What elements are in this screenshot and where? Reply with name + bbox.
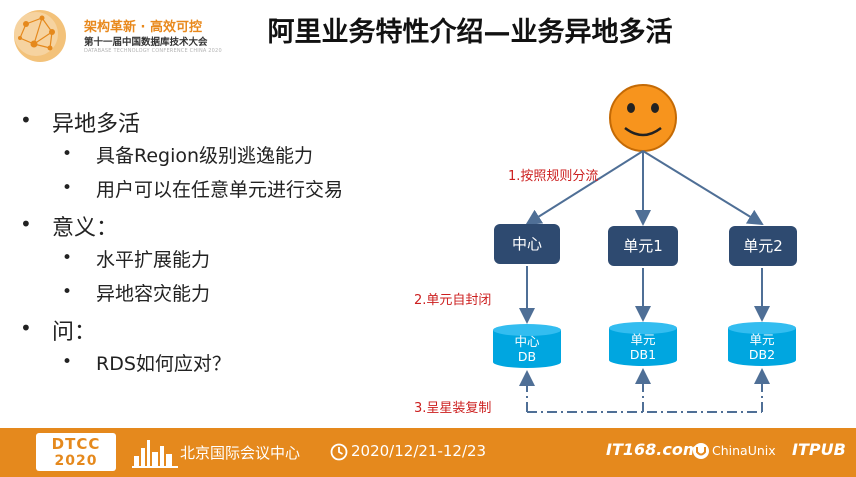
step3-label: 3.呈星装复制 — [414, 401, 492, 416]
sub-bullet-marker: • — [62, 282, 73, 302]
replication-lines — [519, 368, 770, 413]
node-center: 中心 — [494, 224, 560, 264]
bullet-item: 意义： — [52, 216, 119, 241]
db-cylinder — [493, 324, 561, 368]
logo-conference-name: 第十一届中国数据库技术大会 — [84, 37, 208, 48]
clock-icon — [330, 443, 348, 461]
dtcc-text: DTCC — [51, 435, 101, 453]
logo-slogan: 架构革新 · 高效可控 — [84, 20, 202, 35]
route-arrow-center — [525, 150, 644, 226]
footer-bar: DTCC 2020 北京国际会议中心 2020/12/21-12/23 IT16… — [0, 428, 856, 477]
logo-english-name: DATABASE TECHNOLOGY CONFERENCE CHINA 202… — [84, 48, 222, 54]
route-arrow-unit2 — [642, 150, 764, 226]
user-face-icon — [609, 84, 677, 152]
bullet-marker: • — [20, 316, 32, 340]
bullet-marker: • — [20, 108, 32, 132]
db-cylinder — [728, 322, 796, 366]
bullet-item: 问： — [52, 320, 97, 345]
sub-bullet-item: RDS如何应对？ — [96, 353, 231, 375]
step2-label: 2.单元自封闭 — [414, 293, 492, 308]
node-unit2: 单元2 — [729, 226, 797, 266]
sub-bullet-item: 具备Region级别逃逸能力 — [96, 145, 314, 167]
sponsor-itpub-logo: ITPUB — [792, 440, 846, 459]
conference-logo: 架构革新 · 高效可控 第十一届中国数据库技术大会 DATABASE TECHN… — [6, 4, 222, 64]
sub-bullet-marker: • — [62, 248, 73, 268]
sub-bullet-marker: • — [62, 352, 73, 372]
step1-label: 1.按照规则分流 — [508, 169, 599, 184]
dtcc-year: 2020 — [54, 453, 98, 469]
chinaunix-logo-icon — [693, 443, 709, 459]
sub-bullet-item: 用户可以在任意单元进行交易 — [96, 179, 344, 201]
architecture-diagram — [493, 84, 796, 413]
sub-bullet-item: 水平扩展能力 — [96, 249, 211, 271]
sub-bullet-marker: • — [62, 178, 73, 198]
venue-text: 北京国际会议中心 — [180, 444, 301, 462]
brain-logo-icon — [14, 10, 66, 62]
sponsor-chinaunix-logo: ChinaUnix — [712, 443, 776, 458]
bullet-marker: • — [20, 212, 32, 236]
bullet-item: 异地多活 — [52, 112, 141, 137]
slide-title: 阿里业务特性介绍—业务异地多活 — [267, 17, 673, 48]
dtcc-badge: DTCC 2020 — [36, 433, 116, 471]
db-cylinder — [609, 322, 677, 366]
sponsor-it168-logo: IT168.com — [606, 440, 700, 459]
sub-bullet-item: 异地容灾能力 — [96, 283, 211, 305]
skyline-icon — [132, 440, 178, 468]
node-unit1: 单元1 — [608, 226, 678, 266]
sub-bullet-marker: • — [62, 144, 73, 164]
date-text: 2020/12/21-12/23 — [351, 442, 487, 460]
